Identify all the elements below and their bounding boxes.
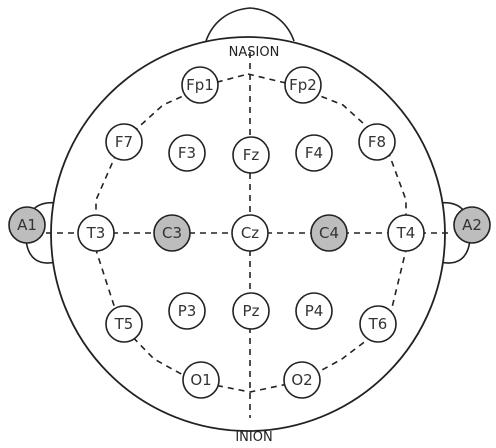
electrode-f7-label: F7 — [115, 133, 133, 151]
electrode-fz: Fz — [233, 137, 269, 173]
electrode-t6-label: T6 — [368, 315, 388, 333]
electrode-fz-label: Fz — [243, 146, 260, 164]
nasion-label: NASION — [229, 45, 280, 60]
electrode-fp1: Fp1 — [182, 67, 218, 103]
electrode-t3-label: T3 — [86, 224, 106, 242]
electrode-f8-label: F8 — [368, 133, 386, 151]
electrode-c4-label: C4 — [319, 224, 339, 242]
electrode-c3-label: C3 — [162, 224, 182, 242]
electrode-f4-label: F4 — [305, 144, 323, 162]
electrode-p4: P4 — [296, 293, 332, 329]
electrode-f3-label: F3 — [178, 144, 196, 162]
electrode-fp2: Fp2 — [285, 67, 321, 103]
electrode-p3: P3 — [169, 293, 205, 329]
electrode-o1-label: O1 — [190, 371, 211, 389]
electrode-f3: F3 — [169, 135, 205, 171]
nose-outline — [206, 8, 294, 41]
electrode-pz-label: Pz — [243, 302, 260, 320]
electrode-f8: F8 — [359, 124, 395, 160]
electrode-t5-label: T5 — [114, 315, 134, 333]
electrode-f4: F4 — [296, 135, 332, 171]
electrode-c3: C3 — [154, 215, 190, 251]
electrode-t4-label: T4 — [396, 224, 416, 242]
electrode-fp1-label: Fp1 — [186, 76, 214, 94]
electrode-p4-label: P4 — [305, 302, 324, 320]
electrode-o1: O1 — [183, 362, 219, 398]
electrode-p3-label: P3 — [178, 302, 197, 320]
electrode-a1: A1 — [9, 207, 45, 243]
electrode-t5: T5 — [106, 306, 142, 342]
electrode-a1-label: A1 — [17, 216, 37, 234]
inion-label: INION — [235, 430, 272, 445]
electrode-o2: O2 — [284, 362, 320, 398]
electrode-c4: C4 — [311, 215, 347, 251]
electrode-f7: F7 — [106, 124, 142, 160]
electrode-pz: Pz — [233, 293, 269, 329]
electrode-fp2-label: Fp2 — [289, 76, 317, 94]
electrode-a2-label: A2 — [462, 216, 482, 234]
electrode-cz-label: Cz — [241, 224, 259, 242]
electrode-a2: A2 — [454, 207, 490, 243]
electrode-o2-label: O2 — [291, 371, 312, 389]
electrode-t3: T3 — [78, 215, 114, 251]
electrode-cz: Cz — [232, 215, 268, 251]
electrode-t4: T4 — [388, 215, 424, 251]
electrode-t6: T6 — [360, 306, 396, 342]
